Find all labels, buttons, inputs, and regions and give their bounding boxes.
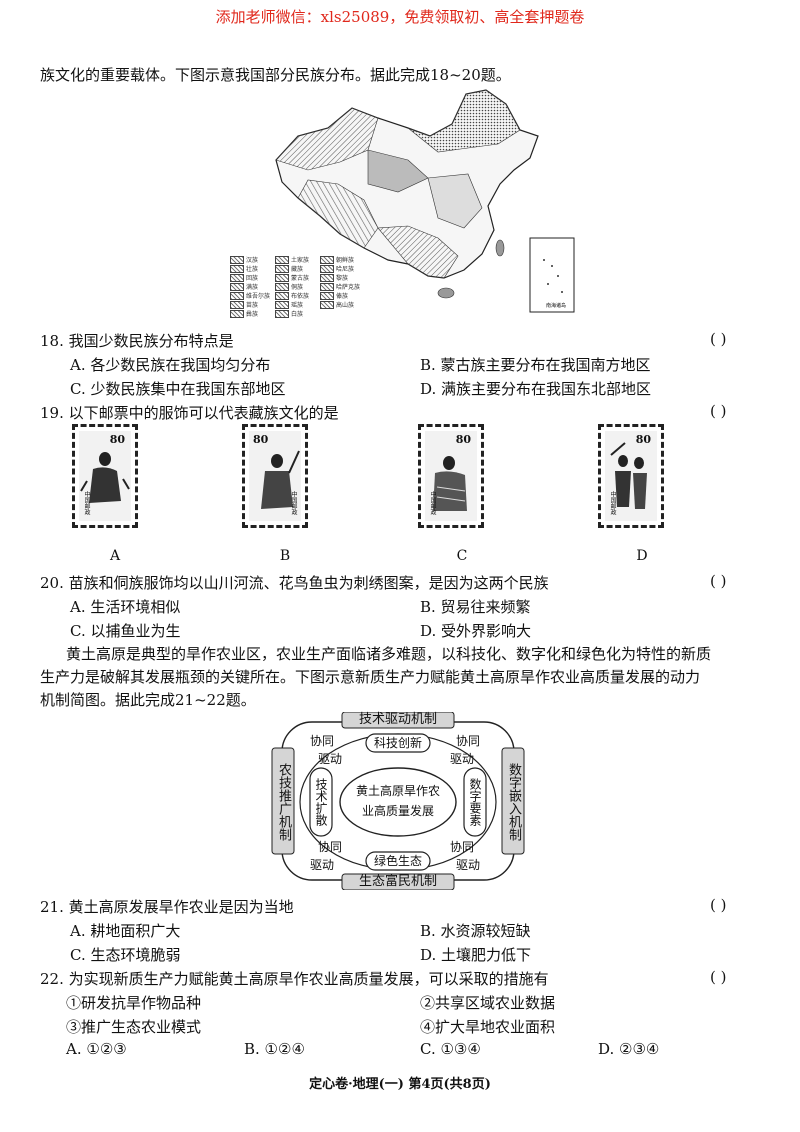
legend-item: 瑶族	[275, 300, 303, 309]
label-synergy: 协同	[456, 734, 481, 748]
stamp-country: 中国邮政	[429, 491, 436, 515]
stamp-value: 80	[635, 433, 651, 446]
stamp-country: 中国邮政	[83, 491, 90, 515]
legend-item: 布依族	[275, 291, 309, 300]
diagram-frame	[271, 712, 525, 890]
legend-item: 傣族	[320, 291, 348, 300]
q18-option-b: B. 蒙古族主要分布在我国南方地区	[420, 356, 651, 374]
q21-option-a: A. 耕地面积广大	[70, 922, 181, 940]
stamp-b: 80 中国邮政	[242, 424, 308, 528]
legend-item: 壮族	[230, 264, 258, 273]
q22-statement-1: ①研发抗旱作物品种	[66, 994, 202, 1012]
question-20-stem: 20. 苗族和侗族服饰均以山川河流、花鸟鱼虫为刺绣图案，是因为这两个民族	[40, 574, 549, 592]
dancer-figure-icon	[80, 452, 130, 503]
question-22-stem: 22. 为实现新质生产力赋能黄土高原旱作农业高质量发展，可以采取的措施有	[40, 970, 549, 988]
answer-bracket: ( )	[710, 402, 727, 420]
center-goal-line2: 业高质量发展	[361, 804, 434, 818]
stamp-value: 80	[455, 433, 471, 446]
legend-item: 土家族	[275, 255, 309, 264]
answer-bracket: ( )	[710, 968, 727, 986]
q22-statement-4: ④扩大旱地农业面积	[420, 1018, 556, 1036]
ethnic-distribution-map: 南海诸岛	[268, 88, 578, 316]
stamp-country: 中国邮政	[609, 491, 616, 515]
legend-item: 维吾尔族	[230, 291, 270, 300]
label-drive: 驱动	[450, 752, 475, 766]
legend-item: 黎族	[320, 273, 348, 282]
agri-extension-mechanism: 农技推广机制	[276, 763, 291, 841]
node-tech-innovation: 科技创新	[373, 736, 422, 750]
mechanism-diagram: 技术驱动机制 生态富民机制 农技推广机制 数字嵌入机制 科技创新 绿色生态 技术…	[270, 712, 526, 890]
label-drive: 驱动	[318, 752, 343, 766]
passage-line-1: 黄土高原是典型的旱作农业区，农业生产面临诸多难题，以科技化、数字化和绿色化为特性…	[66, 645, 712, 663]
q18-option-a: A. 各少数民族在我国均匀分布	[70, 356, 271, 374]
legend-item: 蒙古族	[275, 273, 309, 282]
stamp-label-d: D	[636, 548, 648, 564]
label-synergy: 协同	[450, 840, 475, 854]
legend-item: 满族	[230, 282, 258, 291]
question-19-stem: 19. 以下邮票中的服饰可以代表藏族文化的是	[40, 404, 339, 422]
passage-line-2: 生产力是破解其发展瓶颈的关键所在。下图示意新质生产力赋能黄土高原旱作农业高质量发…	[40, 668, 701, 686]
legend-item: 回族	[230, 273, 258, 282]
legend-item: 白族	[275, 309, 303, 318]
label-drive: 驱动	[456, 858, 481, 872]
stamp-a: 80 中国邮政	[72, 424, 138, 528]
legend-item: 朝鲜族	[320, 255, 354, 264]
passage-line-3: 机制简图。据此完成21~22题。	[40, 691, 256, 709]
legend-item: 彝族	[230, 309, 258, 318]
q22-option-c: C. ①③④	[420, 1040, 481, 1058]
q22-option-d: D. ②③④	[598, 1040, 660, 1058]
legend-item: 侗族	[275, 282, 303, 291]
stamp-label-c: C	[456, 548, 468, 564]
legend-item: 哈尼族	[320, 264, 354, 273]
q22-option-b: B. ①②④	[244, 1040, 305, 1058]
digital-embed-mechanism: 数字嵌入机制	[506, 763, 521, 841]
legend-item: 高山族	[320, 300, 354, 309]
stamp-c: 80 中国邮政	[418, 424, 484, 528]
stamp-value: 80	[109, 433, 125, 446]
label-synergy: 协同	[310, 734, 335, 748]
ad-banner: 添加老师微信：xls25089，免费领取初、高全套押题卷	[215, 8, 585, 26]
question-18-stem: 18. 我国少数民族分布特点是	[40, 332, 234, 350]
stamp-country: 中国邮政	[290, 491, 297, 515]
q21-option-d: D. 土壤肥力低下	[420, 946, 532, 964]
node-green-ecology: 绿色生态	[373, 854, 422, 868]
q20-option-b: B. 贸易往来频繁	[420, 598, 531, 616]
q18-option-c: C. 少数民族集中在我国东部地区	[70, 380, 286, 398]
label-drive: 驱动	[310, 858, 335, 872]
q22-option-a: A. ①②③	[66, 1040, 127, 1058]
q20-option-a: A. 生活环境相似	[70, 598, 181, 616]
china-map-graphic	[275, 89, 575, 313]
tech-drive-mechanism: 技术驱动机制	[358, 712, 437, 727]
stamp-label-a: A	[109, 548, 121, 564]
dancer-figure-icon	[433, 456, 467, 511]
legend-item: 汉族	[230, 255, 258, 264]
eco-enrich-mechanism: 生态富民机制	[358, 874, 437, 889]
node-tech-diffusion: 技术扩散	[314, 778, 328, 826]
q22-statement-2: ②共享区域农业数据	[420, 994, 556, 1012]
stamp-value: 80	[253, 433, 269, 446]
q21-option-c: C. 生态环境脆弱	[70, 946, 181, 964]
question-21-stem: 21. 黄土高原发展旱作农业是因为当地	[40, 898, 294, 916]
q21-option-b: B. 水资源较短缺	[420, 922, 531, 940]
q18-option-d: D. 满族主要分布在我国东北部地区	[420, 380, 652, 398]
answer-bracket: ( )	[710, 896, 727, 914]
label-synergy: 协同	[318, 840, 343, 854]
stamp-label-b: B	[279, 548, 291, 564]
legend-item: 苗族	[230, 300, 258, 309]
node-digital-factor: 数字要素	[468, 778, 482, 826]
inset-label: 南海诸岛	[545, 303, 566, 309]
answer-bracket: ( )	[710, 572, 727, 590]
legend-item: 哈萨克族	[320, 282, 360, 291]
dancer-figure-icon	[261, 450, 300, 509]
stamp-d: 80 中国邮政	[598, 424, 664, 528]
q20-option-d: D. 受外界影响大	[420, 622, 532, 640]
center-goal-line1: 黄土高原旱作农	[355, 784, 440, 798]
q20-option-c: C. 以捕鱼业为生	[70, 622, 181, 640]
dancer-figure-icon	[610, 442, 647, 509]
legend-item: 藏族	[275, 264, 303, 273]
q22-statement-3: ③推广生态农业模式	[66, 1018, 202, 1036]
page-footer: 定心卷·地理(一) 第4页(共8页)	[309, 1077, 491, 1092]
intro-text: 族文化的重要载体。下图示意我国部分民族分布。据此完成18~20题。	[40, 66, 511, 84]
answer-bracket: ( )	[710, 330, 727, 348]
